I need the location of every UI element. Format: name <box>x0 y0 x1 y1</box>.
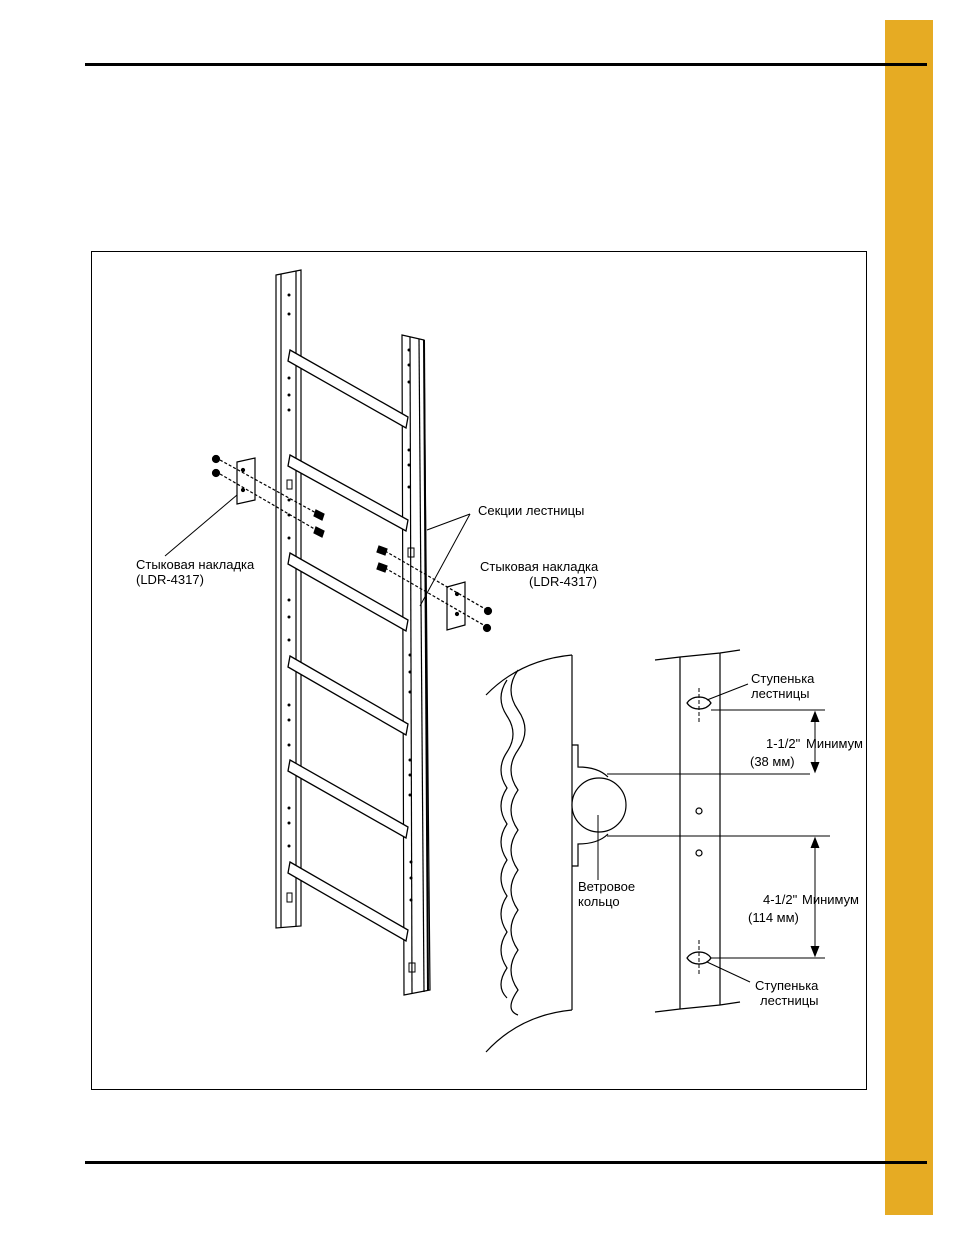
min-1-5-word: Минимум <box>806 736 863 751</box>
ladder-rungs <box>288 350 408 941</box>
splice-plate-right-label: Стыковая накладка <box>480 559 599 574</box>
bin-wall-detail <box>486 655 572 1052</box>
rail-front-view <box>655 650 825 1012</box>
rung-bottom-label: Ступенька <box>755 978 819 993</box>
min-4-5-mm: (114 мм) <box>748 910 799 925</box>
min-4-5-word: Минимум <box>802 892 859 907</box>
splice-plate-left-part: (LDR-4317) <box>136 572 204 587</box>
splice-plate-right-part: (LDR-4317) <box>529 574 597 589</box>
wind-ring-label: Ветровое <box>578 879 635 894</box>
right-ladder-rail <box>402 335 430 995</box>
rung-bottom-label-2: лестницы <box>760 993 819 1008</box>
splice-plate-left-label: Стыковая накладка <box>136 557 255 572</box>
ladder-sections-label: Секции лестницы <box>478 503 584 518</box>
min-1-5-value: 1-1/2" <box>766 736 801 751</box>
min-1-5-mm: (38 мм) <box>750 754 795 769</box>
rung-top-label-2: лестницы <box>751 686 810 701</box>
rung-top-label: Ступенька <box>751 671 815 686</box>
wind-ring-label-2: кольцо <box>578 894 620 909</box>
min-4-5-value: 4-1/2" <box>763 892 798 907</box>
